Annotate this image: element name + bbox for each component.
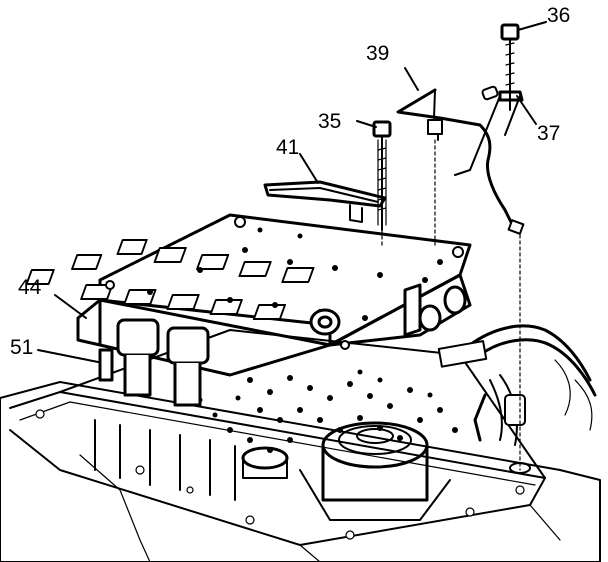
tube-39 (396, 88, 525, 246)
bracket-41 (263, 180, 387, 223)
callout-44: 44 (18, 276, 42, 299)
callout-35: 35 (318, 110, 341, 133)
callout-39: 39 (366, 42, 389, 65)
callout-36: 36 (547, 4, 570, 27)
bolt-36 (500, 23, 520, 111)
solenoid-group (98, 318, 210, 407)
callout-37: 37 (537, 122, 560, 145)
bolt-35 (372, 120, 392, 246)
callout-51: 51 (10, 336, 33, 359)
callout-41: 41 (276, 136, 299, 159)
leader-lines (37, 21, 547, 363)
valve-body (25, 213, 472, 407)
wiring-harness (437, 324, 597, 446)
clip-37 (454, 85, 531, 474)
